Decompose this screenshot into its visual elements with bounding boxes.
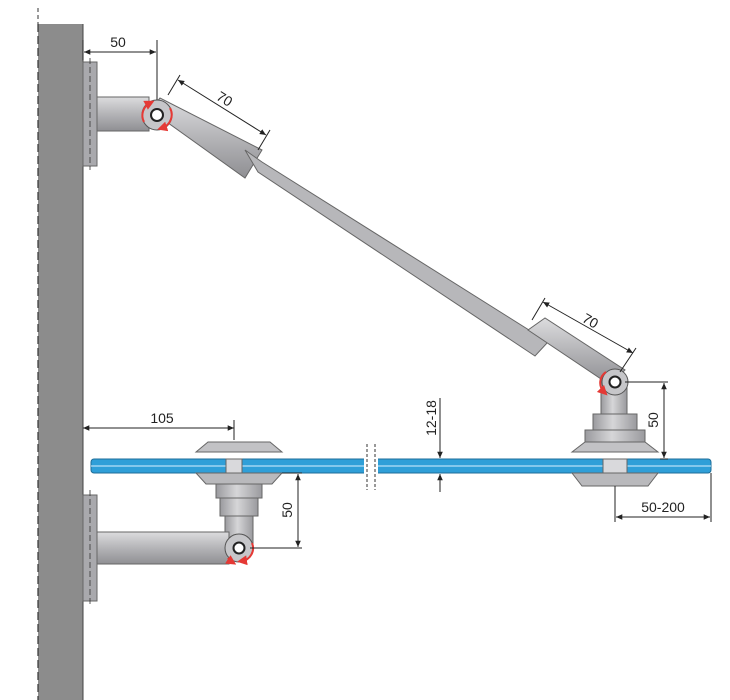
dim-bottom-fitting-height-label: 50 [279,502,295,518]
right-fitting-collar [592,413,638,431]
dim-bottom-fitting-height: 50 [250,472,302,549]
clamps-lower [194,472,660,549]
bottom-rotation-arrow-icon [237,542,255,566]
right-clamp-bottom [570,472,660,487]
top-pivot-hole [150,108,164,122]
dim-arm-bottom-ext-2 [619,347,637,373]
bottom-rotation-arrow-icon-2 [225,555,237,565]
bottom-wall-bracket [82,490,255,606]
left-clamp-bottom [194,472,284,485]
right-glass-bolt [602,458,628,474]
dim-overhang: 50-200 [614,473,712,522]
right-rotation-arrow-icon [596,371,608,396]
dim-right-fitting-height-label: 50 [645,412,661,428]
dim-glass-thickness-label: 12-18 [423,400,439,436]
dim-wall-offset-label: 50 [110,34,126,50]
right-pivot-hole [608,375,622,389]
dim-arm-top-label: 70 [214,88,236,110]
right-fitting [570,368,660,453]
dim-arm-bottom-line [542,301,634,354]
top-pivot [141,99,173,132]
rod-shaft [244,149,549,357]
dim-arm-bottom-label: 70 [580,310,602,332]
dim-arm-top-ext-1 [167,74,181,96]
top-wall-bracket [82,58,150,170]
left-glass-bolt [225,458,243,474]
tension-rod [149,97,626,386]
dim-overhang-label: 50-200 [641,499,685,515]
bottom-pivot-hole [232,541,246,555]
bottom-bracket-arm [96,531,230,565]
wall [37,8,84,700]
top-rotation-arrow-icon-2 [141,100,155,123]
top-rotation-arrow-icon [157,107,173,132]
left-fitting [194,441,284,453]
dim-wall-offset: 50 [82,34,158,100]
wall-body [38,24,83,700]
left-clamp-top [194,441,284,453]
left-fitting-collar [219,497,259,517]
left-fitting-washer [215,483,263,499]
dim-glass-offset-label: 105 [150,410,174,426]
dim-glass-thickness: 12-18 [423,398,443,492]
right-fitting-washer [584,429,646,443]
dim-arm-top: 70 [167,74,271,151]
dim-right-fitting-height: 50 [625,381,668,460]
dim-arm-top-ext-2 [257,129,271,151]
glass-break-gap [364,456,378,476]
dim-glass-offset: 105 [83,410,235,440]
dim-arm-top-line [177,79,267,136]
glass-panel [90,444,712,490]
dim-arm-bottom: 70 [531,297,637,373]
top-bracket-arm [96,96,150,132]
dim-arm-bottom-ext-1 [531,297,546,321]
right-clamp-top [570,441,660,453]
